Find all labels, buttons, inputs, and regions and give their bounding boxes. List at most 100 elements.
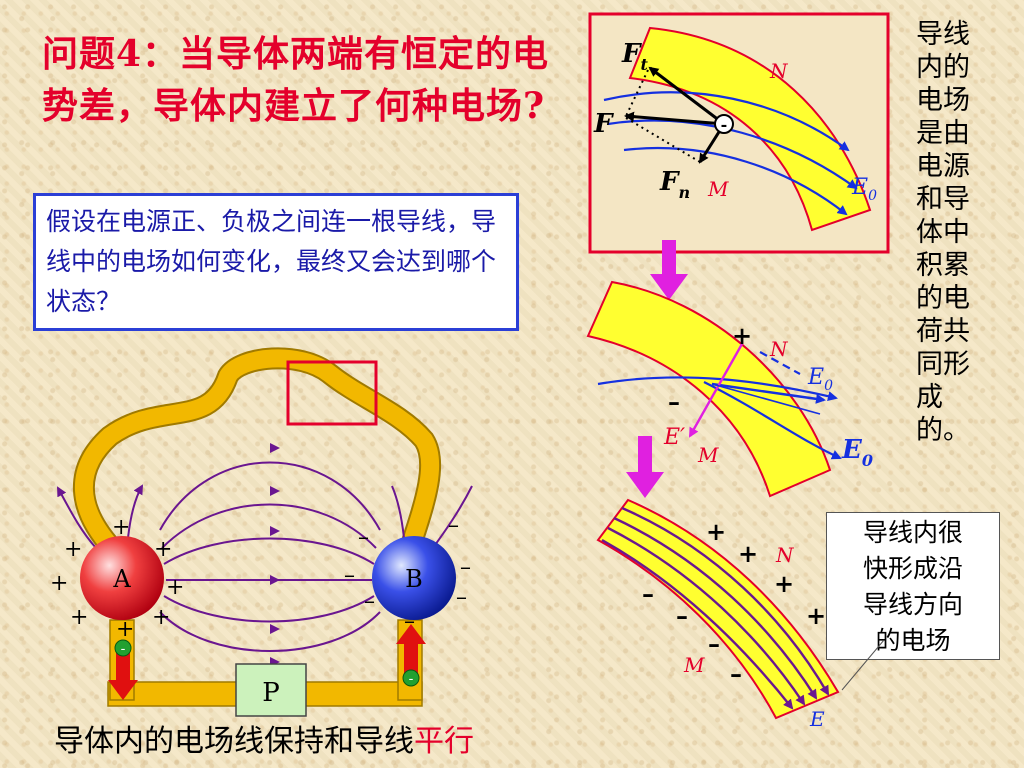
zoom-panel-3: + + + + – – – – N M E <box>596 498 885 731</box>
field-line <box>603 91 850 152</box>
label-ft-main: F <box>621 39 642 69</box>
plus-sign: + <box>706 517 726 546</box>
note-line: 成的。 <box>916 382 970 446</box>
label-ft: Ft <box>621 39 648 74</box>
label-e0-2b: E0 <box>841 435 873 470</box>
label-e0-sub: 0 <box>868 188 877 204</box>
vector-guide <box>711 383 821 415</box>
footer-caption: 导体内的电场线保持和导线平行 <box>54 716 474 760</box>
note-line: 导线 <box>916 19 970 50</box>
label-f: F <box>593 109 614 139</box>
dotted-guide <box>625 69 649 117</box>
plus-sign: + <box>50 571 68 596</box>
pole-a-label: A <box>112 565 131 593</box>
plus-sign: + <box>732 321 752 350</box>
minus-charges-b: – – – – – – – <box>344 513 471 634</box>
label-ft-sub: t <box>640 55 648 74</box>
note-line: 电场 <box>916 85 970 116</box>
note-line: 和导 <box>916 184 970 215</box>
plus-sign: + <box>152 605 170 630</box>
charge-label: - <box>721 115 728 134</box>
label-m: M <box>707 177 729 201</box>
field-line <box>607 119 858 190</box>
field-line <box>57 486 97 549</box>
label-m-2: M <box>697 443 719 467</box>
plus-charges-a: + + + + + + + + <box>50 515 184 642</box>
label-e-3: E <box>809 707 825 731</box>
label-eprime-mark: ′ <box>680 425 685 450</box>
footer-highlight: 平行 <box>414 724 474 759</box>
field-line <box>163 595 375 623</box>
field-line <box>391 485 405 539</box>
hint-box: 假设在电源正、负极之间连一根导线，导线中的电场如何变化，最终又会达到哪个状态？ <box>33 193 519 331</box>
current-arrow-left: - <box>108 639 138 700</box>
field-line <box>159 461 381 531</box>
label-e0-2a: E0 <box>807 365 833 394</box>
footer-text: 导体内的电场线保持和导线 <box>54 724 414 759</box>
field-line <box>127 484 143 539</box>
minus-sign: – <box>676 601 688 630</box>
plus-sign: + <box>774 569 794 598</box>
label-eprime-main: E <box>663 425 680 450</box>
field-line <box>601 538 794 710</box>
field-lines-e <box>601 506 830 710</box>
field-line <box>159 611 381 652</box>
positive-pole-a <box>80 536 164 620</box>
force-f-vector <box>624 111 725 126</box>
label-fn-sub: n <box>678 183 690 202</box>
callout-box: 导线内很 快形成沿 导线方向 的电场 <box>826 512 1000 660</box>
vector-e0-resultant <box>711 382 826 404</box>
callout-line: 快形成沿 <box>862 554 963 583</box>
plus-sign: + <box>154 537 172 562</box>
dashed-e0-guide <box>759 351 801 375</box>
minus-sign: – <box>404 609 415 634</box>
label-e0-main: E <box>807 365 824 390</box>
note-line: 电源 <box>916 151 970 182</box>
plus-sign: + <box>70 605 88 630</box>
label-e0-main: E <box>841 435 863 465</box>
wire-segment-1 <box>628 26 872 232</box>
zoom-panel-1: - Ft F Fn N M E0 <box>588 12 890 254</box>
label-n-2: N <box>769 337 789 361</box>
current-arrow-right: - <box>396 624 426 687</box>
zoom-highlight-rect <box>286 360 378 426</box>
note-line: 同形 <box>916 349 970 380</box>
minus-sign: – <box>344 563 355 588</box>
minus-sign: – <box>668 387 680 416</box>
electron-label: - <box>121 641 126 657</box>
label-fn-main: F <box>659 167 680 197</box>
electron-charge <box>714 114 734 134</box>
minus-sign: – <box>364 589 375 614</box>
field-lines-e0-2 <box>597 376 842 460</box>
field-line <box>597 376 838 402</box>
label-e0-main: E <box>851 175 868 200</box>
label-n-3: N <box>775 543 795 567</box>
plus-sign: + <box>806 601 826 630</box>
field-line <box>161 503 377 549</box>
label-eprime: E′ <box>663 425 685 450</box>
pump-box <box>235 663 307 717</box>
callout-line: 导线内很 <box>862 518 963 547</box>
callout-line: 导线方向 <box>862 590 963 619</box>
negative-pole-b <box>372 536 456 620</box>
force-ft-vector <box>648 66 725 126</box>
field-lines-ab <box>57 443 473 667</box>
field-line <box>613 516 818 700</box>
callout-line: 的电场 <box>875 626 951 655</box>
dotted-guide <box>625 117 701 163</box>
note-line: 内的 <box>916 52 970 83</box>
pole-b-label: B <box>405 565 423 593</box>
label-e0-sub: 0 <box>824 378 833 394</box>
top-wire <box>75 349 440 557</box>
wire-segment-2 <box>586 280 832 498</box>
circuit-diagram: A B + + + + + + + + – – – – – – – <box>50 347 473 717</box>
note-line: 荷共 <box>916 316 970 347</box>
panel-3-charges: + + + + – – – – <box>642 517 826 688</box>
plus-sign: + <box>116 617 134 642</box>
field-lines-e0-1 <box>603 91 858 216</box>
minus-sign: – <box>708 629 720 658</box>
label-e0: E0 <box>851 175 877 204</box>
label-fn: Fn <box>659 167 690 202</box>
minus-sign: – <box>642 579 654 608</box>
label-m-3: M <box>683 653 705 677</box>
